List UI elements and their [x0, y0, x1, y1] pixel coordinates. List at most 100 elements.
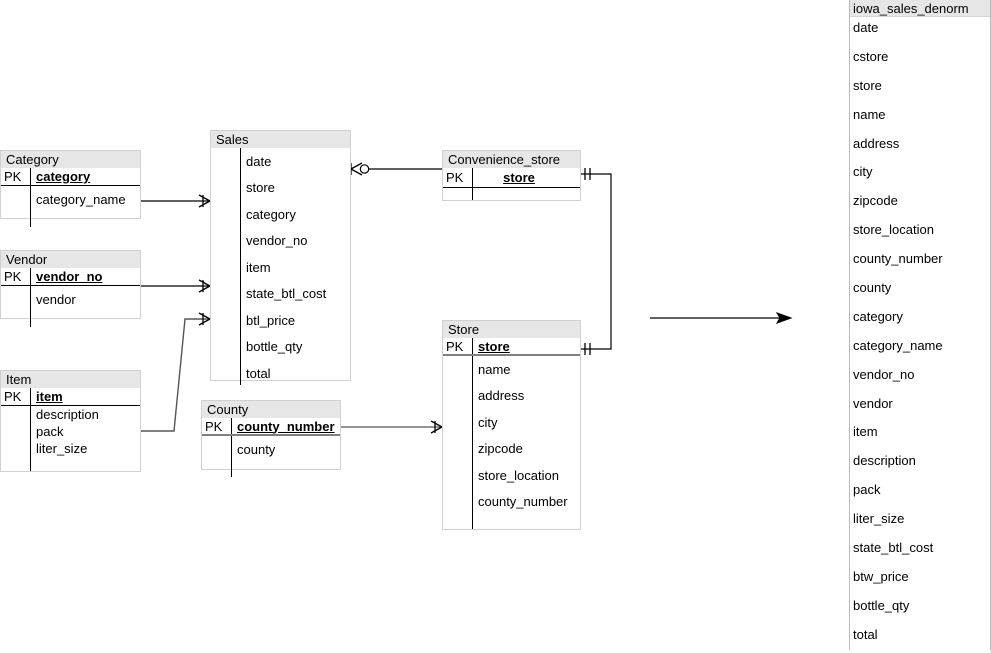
denorm-column-label: county: [853, 280, 892, 296]
pk-label: PK: [4, 169, 22, 184]
entity-padding-row: [1, 457, 140, 471]
entity-sales[interactable]: Sales date store category vendor: [210, 130, 351, 385]
entity-vendor[interactable]: Vendor PK vendor_no vendor: [0, 250, 141, 327]
entity-category-body: PK category category_name: [0, 168, 141, 227]
entity-store-attribute-row: name: [443, 356, 580, 383]
attribute-name: store_location: [478, 467, 559, 483]
entity-store-pk-row: PK store: [443, 338, 580, 356]
denorm-column-row: date: [850, 17, 990, 46]
denorm-column-row: vendor: [850, 393, 990, 422]
entity-padding-row: [1, 313, 140, 327]
entity-sales-attribute-row: total: [211, 360, 350, 387]
entity-sales-attribute-row: item: [211, 254, 350, 281]
key-gutter-divider: [30, 168, 31, 227]
denorm-column-label: category_name: [853, 337, 943, 353]
entity-convenience-store[interactable]: Convenience_store PK store: [442, 150, 581, 201]
pk-label: PK: [446, 338, 464, 354]
denorm-column-row: btw_price: [850, 566, 990, 595]
attribute-name: item: [246, 259, 271, 275]
entity-category[interactable]: Category PK category category_name: [0, 150, 141, 227]
entity-convenience-store-title: Convenience_store: [442, 150, 581, 168]
denorm-column-label: store_location: [853, 222, 934, 238]
entity-sales-body: date store category vendor_no item: [210, 148, 351, 385]
attribute-name: name: [478, 361, 511, 377]
denorm-column-label: date: [853, 20, 879, 35]
entity-vendor-title: Vendor: [0, 250, 141, 268]
attribute-name: city: [478, 414, 498, 430]
attribute-name: date: [246, 153, 272, 169]
entity-sales-attribute-row: state_btl_cost: [211, 281, 350, 308]
denorm-column-row: zipcode: [850, 190, 990, 219]
relationship-category-sales: [140, 194, 211, 208]
denorm-column-label: total: [853, 626, 878, 642]
relationship-county-store: [340, 420, 443, 434]
entity-convenience-store-pk-row: PK store: [443, 168, 580, 188]
entity-store-attribute-row: address: [443, 383, 580, 410]
attribute-name: store: [478, 338, 510, 354]
entity-item-attribute-row: liter_size: [1, 440, 140, 457]
denorm-column-row: item: [850, 421, 990, 450]
relationship-sales-convenience-store: [350, 162, 442, 176]
denorm-column-label: store: [853, 77, 882, 93]
denorm-column-row: county: [850, 277, 990, 306]
denorm-column-label: item: [853, 424, 878, 440]
denorm-column-label: zipcode: [853, 193, 898, 209]
attribute-name: item: [36, 389, 63, 404]
denorm-column-row: vendor_no: [850, 364, 990, 393]
attribute-name: state_btl_cost: [246, 286, 327, 302]
pk-label: PK: [446, 170, 464, 185]
entity-sales-attribute-row: date: [211, 148, 350, 175]
denorm-column-row: city: [850, 161, 990, 190]
entity-store-attribute-row: store_location: [443, 462, 580, 489]
denorm-column-row: pack: [850, 479, 990, 508]
attribute-name: vendor_no: [36, 269, 103, 284]
relationship-vendor-sales: [140, 279, 211, 293]
denorm-flow-arrow: [650, 312, 793, 324]
entity-store[interactable]: Store PK store name address city: [442, 320, 581, 530]
attribute-name: county_number: [478, 494, 568, 510]
entity-padding-row: [1, 213, 140, 227]
key-gutter-divider: [472, 168, 473, 200]
attribute-name: store: [246, 180, 275, 196]
attribute-name: category_name: [36, 191, 126, 207]
denorm-column-row: store: [850, 75, 990, 104]
attribute-name: vendor: [36, 291, 76, 307]
denorm-table-title: iowa_sales_denorm: [850, 0, 990, 17]
attribute-name: btl_price: [246, 312, 296, 328]
denorm-column-label: name: [853, 106, 886, 122]
denorm-column-label: liter_size: [853, 511, 905, 527]
denorm-column-label: category: [853, 308, 903, 324]
entity-county-body: PK county_number county: [201, 418, 341, 477]
entity-convenience-store-body: PK store: [442, 168, 581, 201]
entity-store-attribute-row: city: [443, 409, 580, 436]
entity-county-pk-row: PK county_number: [202, 418, 340, 436]
entity-sales-attribute-row: btl_price: [211, 307, 350, 334]
entity-vendor-pk-row: PK vendor_no: [1, 268, 140, 286]
entity-sales-attribute-row: bottle_qty: [211, 334, 350, 361]
entity-category-title: Category: [0, 150, 141, 168]
entity-county[interactable]: County PK county_number county: [201, 400, 341, 477]
entity-item[interactable]: Item PK item description pack lit: [0, 370, 141, 472]
denorm-column-row: description: [850, 450, 990, 479]
attribute-name: category: [246, 206, 296, 222]
denorm-column-label: vendor: [853, 395, 893, 411]
denorm-column-row: bottle_qty: [850, 595, 990, 624]
entity-item-title: Item: [0, 370, 141, 388]
key-gutter-divider: [240, 148, 241, 385]
key-gutter-divider: [472, 338, 473, 529]
pk-label: PK: [4, 389, 22, 404]
denorm-column-row: name: [850, 104, 990, 133]
key-gutter-divider: [30, 388, 31, 471]
denorm-column-label: btw_price: [853, 568, 909, 584]
attribute-name: description: [36, 407, 99, 422]
entity-item-body: PK item description pack liter_size: [0, 388, 141, 472]
denorm-column-label: cstore: [853, 48, 889, 64]
entity-store-attribute-row: county_number: [443, 489, 580, 516]
entity-category-pk-row: PK category: [1, 168, 140, 186]
entity-vendor-body: PK vendor_no vendor: [0, 268, 141, 327]
denorm-column-row: category: [850, 306, 990, 335]
pk-label: PK: [205, 418, 223, 434]
